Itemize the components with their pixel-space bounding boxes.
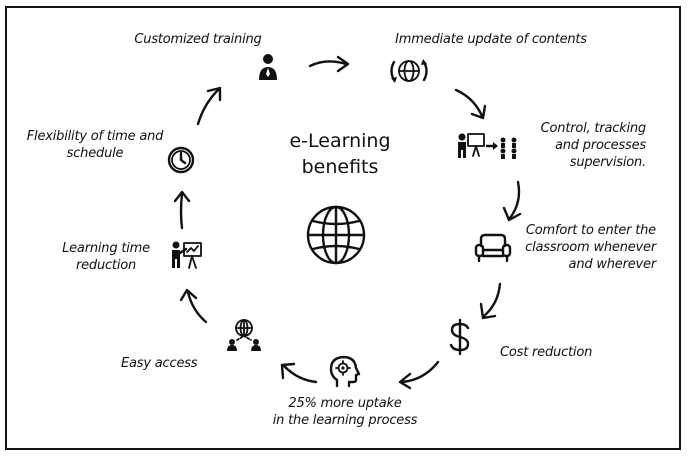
node-flexibility-label: Flexibility of time and schedule	[20, 128, 170, 162]
arrow-1-to-2	[308, 55, 350, 73]
dollar-icon	[449, 318, 470, 356]
node-easy-access-label: Easy access	[121, 356, 198, 371]
refresh-globe-icon	[390, 59, 428, 83]
globe-icon	[306, 205, 366, 265]
node-flexibility-line1: Flexibility of time and	[26, 129, 164, 144]
node-uptake-line1: 25% more uptake	[288, 396, 402, 411]
node-uptake-label: 25% more uptake in the learning process	[260, 395, 430, 429]
node-immediate-update-label: Immediate update of contents	[395, 32, 587, 47]
arrow-7-to-8	[179, 288, 208, 324]
center-title-line1: e-Learning	[289, 130, 391, 152]
node-cost-reduction-label: Cost reduction	[500, 345, 593, 360]
node-customized-training-label: Customized training	[134, 32, 262, 47]
clock-icon	[167, 146, 195, 174]
center-title: e-Learning benefits	[275, 128, 405, 180]
node-learning-time-line2: reduction	[75, 258, 137, 273]
node-flexibility-line2: schedule	[66, 146, 124, 161]
presenter-group-icon	[458, 133, 517, 159]
node-control-tracking-line2: and processes	[554, 138, 646, 153]
head-gear-icon	[329, 355, 361, 388]
node-learning-time-label: Learning time reduction	[52, 240, 160, 274]
person-icon	[259, 54, 277, 80]
node-comfort-label: Comfort to enter the classroom whenever …	[508, 222, 656, 273]
center-title-line2: benefits	[301, 156, 379, 178]
arrow-2-to-3	[454, 88, 487, 120]
node-uptake-line2: in the learning process	[272, 413, 418, 428]
sofa-icon	[474, 233, 512, 263]
node-control-tracking-line1: Control, tracking	[540, 121, 647, 136]
arrow-8-to-9	[173, 190, 191, 230]
arrow-5-to-6	[398, 360, 440, 390]
diagram-frame	[5, 6, 681, 450]
node-control-tracking-line3: supervision.	[569, 155, 646, 170]
arrow-4-to-5	[479, 282, 502, 320]
arrow-6-to-7	[280, 362, 318, 384]
node-comfort-line3: and wherever	[568, 257, 657, 272]
node-learning-time-line1: Learning time	[62, 241, 150, 256]
network-globe-icon	[227, 319, 261, 351]
node-control-tracking-label: Control, tracking and processes supervis…	[500, 120, 647, 171]
node-comfort-line2: classroom whenever	[525, 240, 656, 255]
arrow-3-to-4	[502, 180, 522, 222]
node-comfort-line1: Comfort to enter the	[525, 223, 656, 238]
presenter-icon	[172, 241, 202, 269]
arrow-9-to-1	[196, 86, 222, 126]
